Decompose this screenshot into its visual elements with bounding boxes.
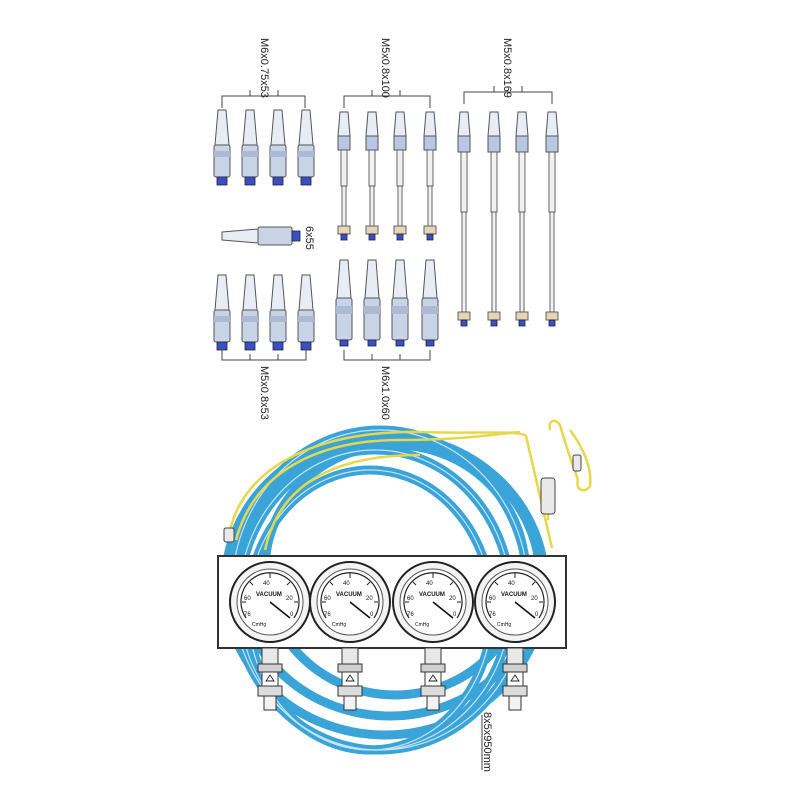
vacuum-gauge-4: VACUUM 40 60 20 76 0 CmHg [474,561,556,643]
gauge-tick-20: 20 [449,596,456,602]
adapter-m5-53 [297,274,315,351]
gauge-unit: CmHg [252,622,266,628]
adapter-m6-60 [421,259,439,347]
label-m6x0.75x53: M6x0.75x53 [258,38,270,98]
label-m5x0.8x169: M5x0.8x169 [501,38,513,98]
adapter-m5-169 [515,111,529,327]
gauge-tick-0: 0 [290,612,294,618]
adapter-m5-169 [487,111,501,327]
adapter-m6-60 [363,259,381,347]
gauge-tick-40: 40 [343,581,350,587]
gauge-tick-40: 40 [263,581,270,587]
adapter-m5-100 [423,111,437,241]
vacuum-gauge-1: VACUUM 40 60 20 76 0 CmHg [229,561,311,643]
label-hose-8x5x950mm: 8x5x950mm [481,712,493,772]
adapter-m5-169 [545,111,559,327]
gauge-unit: CmHg [332,622,346,628]
gauge-tick-60: 60 [244,596,251,602]
gauge-tick-60: 60 [407,596,414,602]
adapter-m6-53 [213,109,231,186]
vacuum-gauge-2: VACUUM 40 60 20 76 0 CmHg [309,561,391,643]
gauge-tick-40: 40 [508,581,515,587]
gauge-tick-20: 20 [286,596,293,602]
gauge-unit: CmHg [497,622,511,628]
gauge-tick-76: 76 [489,612,496,618]
cord-clip [572,454,582,472]
adapter-m5-100 [365,111,379,241]
label-m5x0.8x100: M5x0.8x100 [379,38,391,98]
gauge-needle [514,601,536,619]
valve-indicator-icons [265,674,520,682]
gauge-stems [257,647,528,711]
gauge-tick-40: 40 [426,581,433,587]
adapter-m5-169 [457,111,471,327]
gauge-tick-76: 76 [324,612,331,618]
gauge-title: VACUUM [336,592,362,598]
gauge-tick-76: 76 [244,612,251,618]
group-bottom-middle [335,259,439,361]
adapter-m6-60 [391,259,409,347]
cord-clip [223,527,235,543]
label-6x55: 6x55 [303,226,315,250]
gauge-unit: CmHg [415,622,429,628]
gauge-tick-0: 0 [535,612,539,618]
adapter-m6-53 [241,109,259,186]
adapter-m6-60 [335,259,353,347]
gauge-tick-0: 0 [370,612,374,618]
adapter-m5-53 [241,274,259,351]
gauge-needle [432,601,454,619]
gauge-tick-20: 20 [366,596,373,602]
gauge-tick-60: 60 [324,596,331,602]
group-bottom-left [213,274,315,361]
gauge-title: VACUUM [419,592,445,598]
label-m6x1.0x60: M6x1.0x60 [379,366,391,420]
group-top-left [213,90,315,186]
vacuum-gauge-3: VACUUM 40 60 20 76 0 CmHg [392,561,474,643]
adapter-6x55 [221,226,301,246]
gauge-title: VACUUM [256,592,282,598]
adapter-m6-53 [297,109,315,186]
gauge-needle [349,601,371,619]
adapter-m5-100 [337,111,351,241]
adapter-m5-53 [213,274,231,351]
gauge-tick-60: 60 [489,596,496,602]
cord-clip [540,477,556,515]
adapter-m6-53 [269,109,287,186]
gauge-tick-20: 20 [531,596,538,602]
group-top-middle [337,90,437,241]
label-m5x0.8x53: M5x0.8x53 [258,366,270,420]
gauge-title: VACUUM [501,592,527,598]
adapter-m5-53 [269,274,287,351]
gauge-tick-0: 0 [453,612,457,618]
adapter-m5-100 [393,111,407,241]
group-top-right [457,86,559,327]
gauge-needle [269,601,291,619]
balancing-cord [226,419,592,551]
gauge-tick-76: 76 [407,612,414,618]
